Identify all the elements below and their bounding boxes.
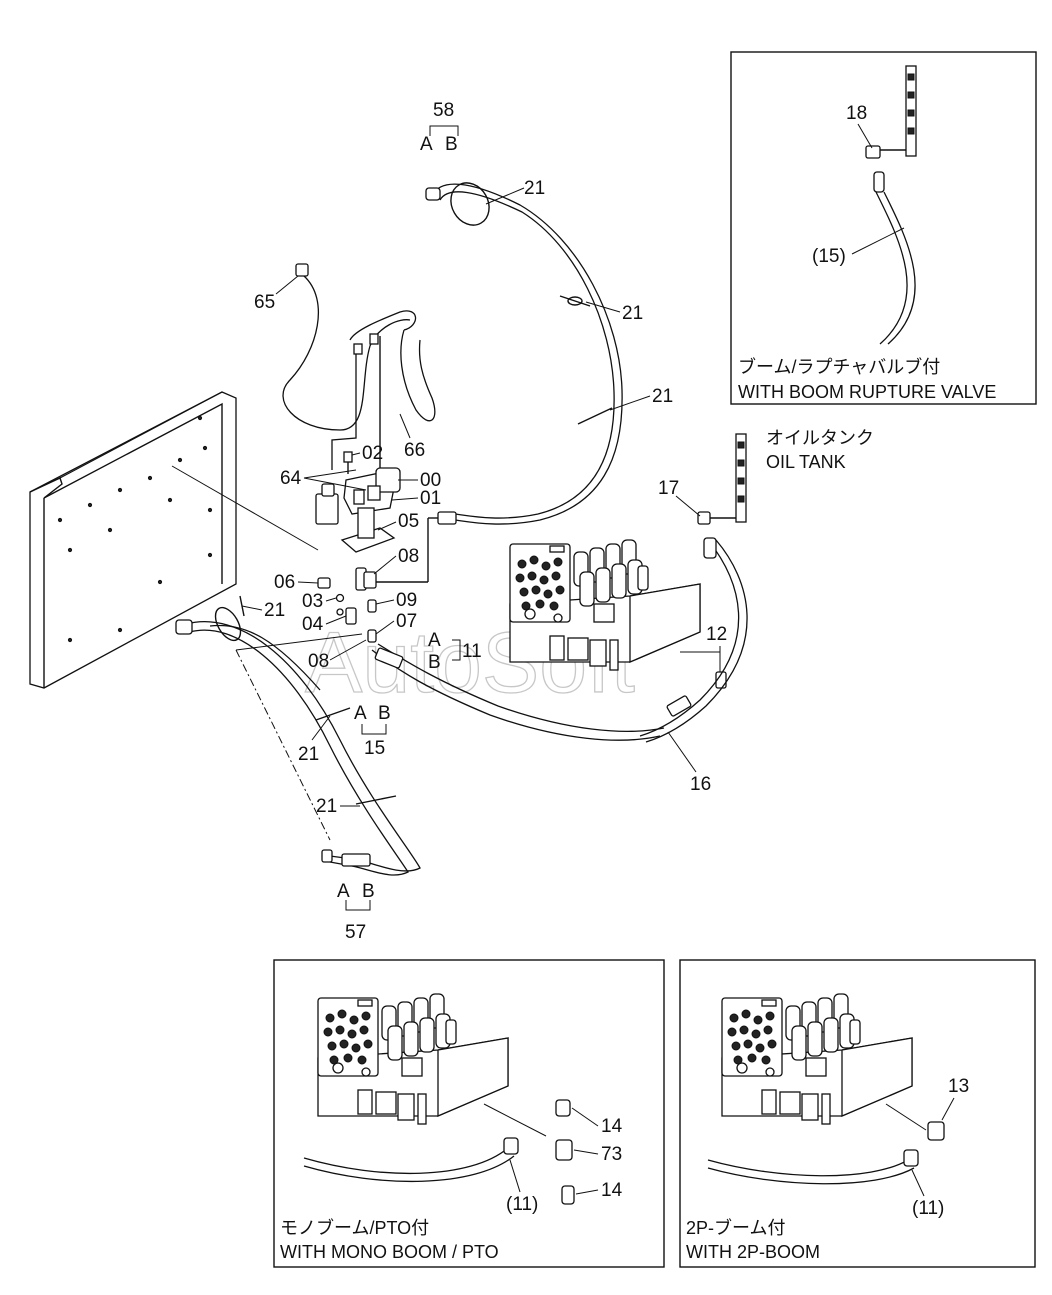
callout-11-a: A — [428, 630, 441, 651]
hose-11 — [371, 643, 665, 741]
callout-21-lowA: 21 — [298, 744, 319, 765]
callout-15-b: B — [378, 703, 391, 724]
hose-16 — [639, 537, 748, 743]
fitting-12 — [715, 671, 727, 689]
inset2-callout-73: 73 — [601, 1144, 622, 1165]
callout-58-a: A — [420, 134, 433, 155]
oil-tank-label-en: OIL TANK — [766, 452, 846, 472]
callout-11: 11 — [462, 641, 482, 662]
inset1-callout-15: (15) — [812, 246, 846, 267]
control-valve — [509, 539, 701, 671]
callout-08-bottom: 08 — [308, 651, 329, 672]
callout-21-right: 21 — [652, 386, 673, 407]
hose-57 — [175, 606, 421, 876]
callout-66: 66 — [404, 440, 425, 461]
callout-65: 65 — [254, 292, 275, 313]
callout-04: 04 — [302, 614, 324, 635]
inset1-caption-jp: ブーム/ラプチャバルブ付 — [738, 356, 940, 377]
callout-57: 57 — [345, 922, 366, 943]
callout-16: 16 — [690, 774, 711, 795]
callout-21-mid: 21 — [622, 303, 643, 324]
callout-06: 06 — [274, 572, 295, 593]
callout-01: 01 — [420, 488, 441, 509]
callout-02: 02 — [362, 443, 383, 464]
callout-17: 17 — [658, 478, 679, 499]
inset2-caption-jp: モノブーム/PTO付 — [280, 1217, 429, 1238]
callout-09: 09 — [396, 590, 417, 611]
callout-21-left: 21 — [264, 600, 285, 621]
oil-tank-label-jp: オイルタンク — [766, 428, 874, 448]
callout-15-a: A — [354, 703, 367, 724]
callout-07: 07 — [396, 611, 417, 632]
callout-12: 12 — [706, 624, 727, 645]
callout-58: 58 — [433, 100, 454, 121]
inset3-caption-en: WITH 2P-BOOM — [686, 1242, 820, 1262]
inset-boom-rupture-valve: 18 (15) ブーム/ラプチャバルブ付 WITH BOOM RUPTURE V… — [730, 51, 1037, 405]
inset2-callout-11: (11) — [506, 1194, 538, 1215]
callout-11-b: B — [428, 652, 441, 673]
callout-00: 00 — [420, 470, 441, 491]
inset2-callout-14-bottom: 14 — [601, 1180, 623, 1201]
inset-2p-boom: 13 (11) 2P-ブーム付 WITH 2P-BOOM — [679, 959, 1036, 1268]
inset3-caption-jp: 2P-ブーム付 — [686, 1217, 785, 1238]
inset2-caption-en: WITH MONO BOOM / PTO — [280, 1242, 499, 1262]
callout-58-b: B — [445, 134, 458, 155]
callout-05: 05 — [398, 511, 419, 532]
inset3-callout-13: 13 — [948, 1076, 969, 1097]
callout-21-top: 21 — [524, 178, 545, 199]
inset1-caption-en: WITH BOOM RUPTURE VALVE — [738, 382, 996, 402]
harness-65-66 — [282, 263, 436, 470]
oil-tank-bracket — [697, 433, 747, 525]
frame-plate — [29, 391, 319, 689]
callout-15: 15 — [364, 738, 385, 759]
inset3-callout-11: (11) — [912, 1198, 944, 1219]
callout-57-a: A — [337, 881, 350, 902]
callout-64: 64 — [280, 468, 302, 489]
inset1-callout-18: 18 — [846, 103, 867, 124]
callout-21-lowB: 21 — [316, 796, 337, 817]
inset-mono-boom-pto: 14 73 14 (11) モノブーム/PTO付 WITH MONO BOOM … — [273, 959, 665, 1268]
part-callouts: 58 A B 21 21 21 65 66 64 02 00 01 05 08 … — [239, 100, 727, 943]
hose-58 — [372, 182, 623, 583]
callout-57-b: B — [362, 881, 375, 902]
callout-08-top: 08 — [398, 546, 419, 567]
inset2-callout-14-top: 14 — [601, 1116, 623, 1137]
solenoid-valve — [315, 451, 401, 643]
callout-03: 03 — [302, 591, 323, 612]
